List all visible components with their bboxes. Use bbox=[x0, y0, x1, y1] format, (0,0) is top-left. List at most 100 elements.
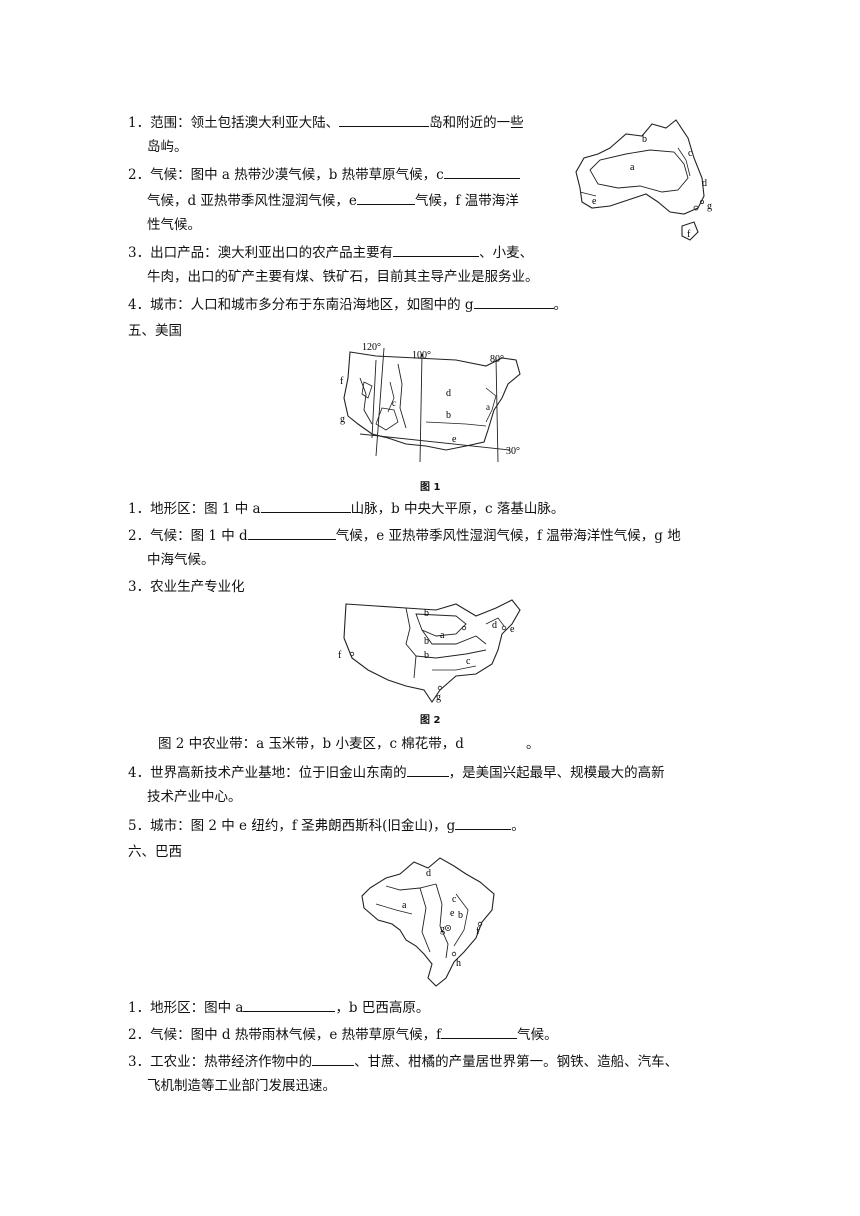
australia-item-2: 2．气候：图中 a 热带沙漠气候，b 热带草原气候，c bbox=[128, 164, 520, 184]
fig2-label-b: b bbox=[424, 636, 429, 647]
map-label-f: f bbox=[687, 229, 691, 240]
fig1-caption: 图 1 bbox=[420, 482, 441, 493]
fig1-label-a: a bbox=[486, 402, 490, 412]
brazil-item-3-cont: 飞机制造等工业部门发展迅速。 bbox=[147, 1078, 336, 1094]
answer-blank[interactable] bbox=[455, 815, 512, 830]
fig1-label-e: e bbox=[452, 434, 457, 445]
brazil-item-1: 1．地形区：图中 a ，b 巴西高原。 bbox=[128, 997, 429, 1017]
australia-item-1: 1．范围：领土包括澳大利亚大陆、 岛和附近的一些 bbox=[128, 112, 524, 132]
australia-item-2-cont: 气候，d 亚热带季风性湿润气候，e 气候，f 温带海洋 bbox=[147, 190, 519, 210]
fig1-label-d: d bbox=[446, 388, 451, 399]
map-label-d: d bbox=[702, 178, 707, 189]
usa-item-2-cont: 中海气候。 bbox=[147, 552, 215, 568]
text: 3．工农业：热带经济作物中的 bbox=[128, 1054, 313, 1070]
usa-fig2-text: 图 2 中农业带：a 玉米带，b 小麦区，c 棉花带，d 。 bbox=[158, 735, 539, 753]
australia-map: a b c d e g f bbox=[575, 119, 712, 241]
text: 2．气候：图 1 中 d bbox=[128, 528, 248, 544]
text: 5．城市：图 2 中 e 纽约，f 圣弗朗西斯科(旧金山)，g bbox=[128, 818, 456, 834]
fig2-label-e: e bbox=[510, 624, 515, 635]
text: 。 bbox=[525, 736, 540, 752]
brazil-label-b: b bbox=[458, 910, 463, 921]
brazil-label-a: a bbox=[402, 900, 407, 911]
text: 、甘蔗、柑橘的产量居世界第一。钢铁、造船、汽车、 bbox=[354, 1054, 679, 1070]
brazil-map: d a e b g c f h bbox=[361, 857, 495, 987]
fig2-label-g: g bbox=[436, 692, 441, 703]
section-heading-usa: 五、美国 bbox=[128, 323, 182, 339]
text: 1．地形区：图中 a bbox=[128, 1000, 244, 1016]
fig2-label-b: b bbox=[424, 608, 429, 619]
text: 岛和附近的一些 bbox=[429, 115, 524, 131]
brazil-label-d: d bbox=[426, 868, 431, 879]
section-heading-brazil: 六、巴西 bbox=[128, 844, 182, 860]
usa-item-3: 3．农业生产专业化 bbox=[128, 579, 245, 595]
answer-blank[interactable] bbox=[356, 190, 415, 205]
text: 气候，e 亚热带季风性湿润气候，f 温带海洋性气候，g 地 bbox=[335, 528, 681, 544]
answer-blank[interactable] bbox=[473, 294, 554, 309]
fig2-label-d: d bbox=[492, 620, 497, 631]
map-label-b: b bbox=[642, 134, 647, 145]
answer-blank[interactable] bbox=[441, 1024, 518, 1039]
answer-blank[interactable] bbox=[247, 525, 336, 540]
text: 、小麦、 bbox=[479, 245, 534, 261]
text: 4．世界高新技术产业基地：位于旧金山东南的 bbox=[128, 765, 407, 781]
fig1-lon-label: 100° bbox=[412, 350, 431, 361]
fig2-label-f: f bbox=[338, 650, 342, 661]
usa-item-2: 2．气候：图 1 中 d 气候，e 亚热带季风性湿润气候，f 温带海洋性气候，g … bbox=[128, 525, 681, 545]
australia-item-4: 4．城市：人口和城市多分布于东南沿海地区，如图中的 g 。 bbox=[128, 294, 567, 314]
fig1-label-c: c bbox=[392, 398, 396, 408]
text: 2．气候：图中 a 热带沙漠气候，b 热带草原气候，c bbox=[128, 167, 444, 183]
fig1-label-b: b bbox=[446, 410, 451, 421]
fig1-lat-label: 30° bbox=[506, 446, 520, 457]
fig2-caption: 图 2 bbox=[420, 715, 441, 726]
map-label-a: a bbox=[630, 162, 635, 173]
text: 2．气候：图中 d 热带雨林气候，e 热带草原气候，f bbox=[128, 1027, 442, 1043]
answer-blank[interactable] bbox=[393, 242, 480, 257]
answer-blank[interactable] bbox=[443, 164, 520, 179]
brazil-label-h: h bbox=[456, 958, 461, 969]
text: ，是美国兴起最早、规模最大的高新 bbox=[448, 765, 665, 781]
fig1-lon-label: 80° bbox=[490, 354, 504, 365]
answer-blank[interactable] bbox=[406, 762, 449, 777]
fig1-label-f: f bbox=[340, 376, 344, 387]
fig1-lon-label: 120° bbox=[362, 342, 381, 353]
usa-item-1: 1．地形区：图 1 中 a 山脉，b 中央大平原，c 落基山脉。 bbox=[128, 498, 564, 518]
brazil-item-2: 2．气候：图中 d 热带雨林气候，e 热带草原气候，f 气候。 bbox=[128, 1024, 558, 1044]
text: 图 2 中农业带：a 玉米带，b 小麦区，c 棉花带，d bbox=[158, 736, 464, 752]
text: 4．城市：人口和城市多分布于东南沿海地区，如图中的 g bbox=[128, 297, 474, 313]
map-label-g: g bbox=[707, 201, 712, 212]
text: 气候，f 温带海洋 bbox=[414, 193, 519, 209]
australia-item-1-cont: 岛屿。 bbox=[147, 139, 188, 155]
usa-item-4: 4．世界高新技术产业基地：位于旧金山东南的 ，是美国兴起最早、规模最大的高新 bbox=[128, 762, 665, 782]
text: 山脉，b 中央大平原，c 落基山脉。 bbox=[350, 501, 565, 517]
answer-blank[interactable] bbox=[243, 997, 336, 1012]
brazil-label-c: c bbox=[452, 894, 457, 905]
fig1-label-g: g bbox=[340, 414, 345, 425]
australia-item-3: 3．出口产品：澳大利亚出口的农产品主要有 、小麦、 bbox=[128, 242, 533, 262]
usa-map-fig1: 120° 100° 80° 30° a b c d e f g bbox=[340, 342, 521, 463]
text: 3．出口产品：澳大利亚出口的农产品主要有 bbox=[128, 245, 394, 261]
text: ，b 巴西高原。 bbox=[335, 1000, 430, 1016]
map-label-e: e bbox=[592, 196, 597, 207]
answer-blank[interactable] bbox=[339, 112, 430, 127]
text: 1．地形区：图 1 中 a bbox=[128, 501, 261, 517]
brazil-label-g: g bbox=[440, 924, 445, 935]
usa-item-5: 5．城市：图 2 中 e 纽约，f 圣弗朗西斯科(旧金山)，g 。 bbox=[128, 815, 525, 835]
map-label-c: c bbox=[688, 148, 693, 159]
brazil-label-f: f bbox=[476, 926, 480, 937]
fig2-label-a: a bbox=[440, 630, 445, 641]
text: 。 bbox=[511, 818, 525, 834]
australia-item-2-cont2: 性气候。 bbox=[147, 217, 201, 233]
fig2-label-c: c bbox=[466, 656, 471, 667]
text: 气候。 bbox=[517, 1027, 558, 1043]
text: 1．范围：领土包括澳大利亚大陆、 bbox=[128, 115, 340, 131]
text: 气候，d 亚热带季风性湿润气候，e bbox=[147, 193, 357, 209]
usa-item-4-cont: 技术产业中心。 bbox=[147, 789, 242, 805]
brazil-item-3: 3．工农业：热带经济作物中的 、甘蔗、柑橘的产量居世界第一。钢铁、造船、汽车、 bbox=[128, 1051, 678, 1071]
text: 。 bbox=[553, 297, 568, 313]
usa-map-fig2: a b b b c d e f g bbox=[338, 599, 521, 703]
brazil-label-e: e bbox=[450, 908, 455, 919]
answer-blank[interactable] bbox=[312, 1051, 355, 1066]
fig2-label-b: b bbox=[424, 650, 429, 661]
australia-item-3-cont: 牛肉，出口的矿产主要有煤、铁矿石，目前其主导产业是服务业。 bbox=[147, 269, 539, 285]
answer-blank[interactable] bbox=[260, 498, 351, 513]
